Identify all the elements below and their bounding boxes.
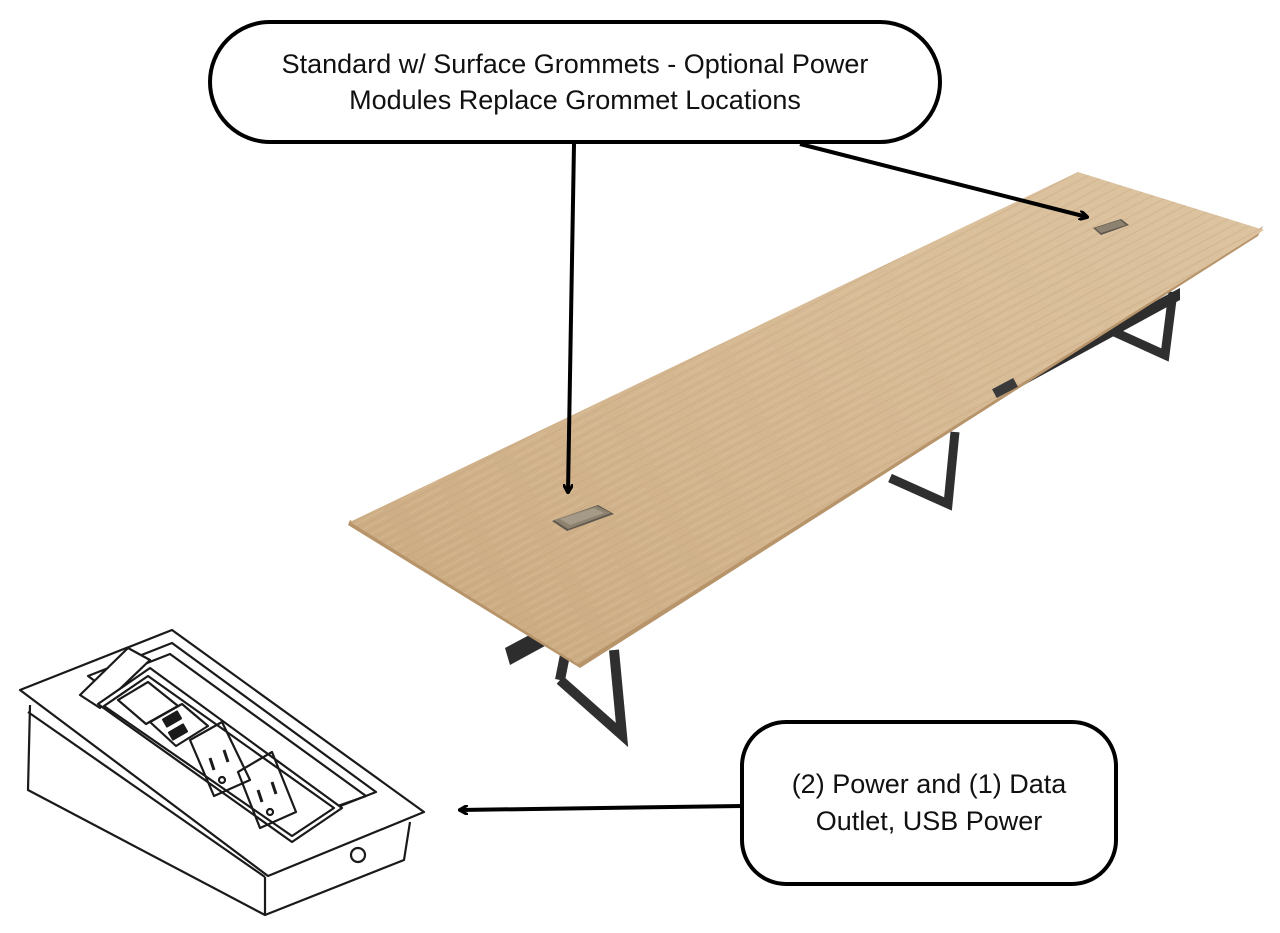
- grommet-callout-line-2: Modules Replace Grommet Locations: [349, 85, 801, 115]
- grommet-near: [552, 505, 614, 531]
- grommet-callout: Standard w/ Surface Grommets - Optional …: [208, 20, 942, 144]
- edge-access-panel: [992, 377, 1018, 399]
- power-module-callout-line-1: (2) Power and (1) Data: [791, 769, 1067, 799]
- arrow-to-power-module: [460, 804, 743, 810]
- table-top-grain: [350, 172, 1264, 664]
- conference-table-illustration: [348, 172, 1264, 748]
- power-module-callout-line-2: Outlet, USB Power: [815, 806, 1043, 836]
- power-module-callout: (2) Power and (1) Data Outlet, USB Power: [740, 720, 1118, 886]
- arrow-to-far-grommet: [799, 142, 1087, 217]
- arrow-icon: [460, 142, 1087, 810]
- grommet-far: [1093, 219, 1129, 235]
- grommet-callout-line-1: Standard w/ Surface Grommets - Optional …: [281, 49, 869, 79]
- table-leg-middle: [888, 431, 960, 511]
- power-module-illustration: [18, 628, 426, 917]
- table-leg-near: [555, 649, 629, 748]
- arrow-to-near-grommet: [568, 143, 576, 492]
